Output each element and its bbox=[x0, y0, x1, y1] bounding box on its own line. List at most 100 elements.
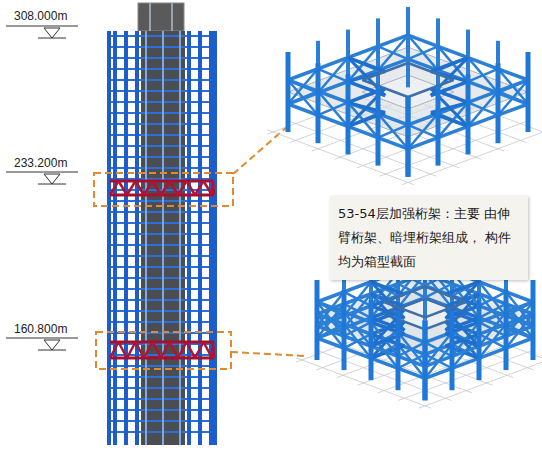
column bbox=[135, 31, 139, 445]
belt-diagonal bbox=[468, 58, 498, 93]
tower-body bbox=[108, 31, 216, 445]
level-line bbox=[38, 38, 66, 39]
core-truss bbox=[362, 63, 408, 80]
column bbox=[406, 7, 410, 87]
column bbox=[406, 97, 411, 177]
truss-diagonal bbox=[136, 342, 145, 358]
column bbox=[526, 52, 531, 132]
column bbox=[209, 31, 213, 445]
belt-diagonal bbox=[408, 114, 438, 149]
belt-diagonal bbox=[318, 58, 348, 93]
column bbox=[107, 31, 111, 445]
column bbox=[315, 280, 320, 360]
truss-diagonal bbox=[136, 181, 145, 195]
core-truss bbox=[384, 287, 425, 302]
grid-line bbox=[402, 130, 542, 185]
column bbox=[396, 310, 401, 390]
leader-line bbox=[231, 352, 306, 356]
column bbox=[342, 290, 347, 370]
core-truss bbox=[362, 80, 408, 97]
truss-diagonal bbox=[212, 342, 213, 358]
highlight-frame bbox=[94, 173, 233, 206]
column bbox=[213, 31, 217, 445]
level-line bbox=[38, 350, 66, 351]
column bbox=[504, 290, 509, 370]
truss-diagonal bbox=[212, 181, 213, 195]
truss-diagonal bbox=[213, 181, 214, 195]
column bbox=[113, 31, 117, 445]
belt-diagonal bbox=[344, 282, 371, 316]
column bbox=[162, 31, 164, 445]
column bbox=[346, 74, 351, 154]
column bbox=[315, 280, 319, 360]
truss-diagonal bbox=[144, 342, 153, 358]
level-symbol bbox=[44, 340, 60, 350]
belt-diagonal bbox=[344, 292, 371, 306]
truss-diagonal bbox=[178, 342, 187, 358]
belt-diagonal bbox=[398, 332, 425, 366]
column bbox=[376, 86, 381, 166]
belt-diagonal bbox=[398, 342, 425, 356]
grid-line bbox=[296, 358, 431, 408]
column bbox=[369, 300, 374, 380]
highlight-frame bbox=[96, 332, 231, 369]
core-wall bbox=[141, 31, 185, 445]
column bbox=[316, 63, 321, 143]
truss-diagonal bbox=[127, 181, 136, 195]
column bbox=[198, 31, 202, 445]
level-symbol bbox=[44, 28, 60, 38]
belt-diagonal bbox=[378, 46, 408, 59]
column bbox=[531, 280, 535, 360]
column bbox=[145, 31, 147, 445]
column bbox=[496, 63, 501, 143]
belt-diagonal bbox=[506, 302, 533, 336]
column bbox=[286, 52, 290, 132]
column bbox=[124, 31, 128, 445]
belt-diagonal bbox=[479, 312, 506, 346]
column bbox=[179, 31, 181, 445]
column bbox=[286, 52, 291, 132]
belt-diagonal bbox=[288, 80, 318, 93]
elevation-label: 233.200m bbox=[14, 156, 67, 170]
roof-crown bbox=[138, 3, 184, 31]
truss-diagonal bbox=[213, 342, 214, 358]
truss-diagonal bbox=[119, 342, 128, 358]
truss-diagonal bbox=[204, 181, 213, 195]
core-truss bbox=[425, 302, 466, 317]
truss-diagonal bbox=[204, 342, 213, 358]
level-line bbox=[38, 184, 66, 185]
truss-diagonal bbox=[187, 342, 196, 358]
truss-diagonal bbox=[170, 181, 179, 195]
crown-column bbox=[171, 3, 173, 31]
truss-diagonal bbox=[153, 342, 162, 358]
belt-diagonal bbox=[317, 292, 344, 326]
column bbox=[450, 310, 455, 390]
elevation-label: 160.800m bbox=[14, 322, 67, 336]
column bbox=[526, 52, 530, 132]
truss-diagonal bbox=[195, 342, 204, 358]
core-truss bbox=[408, 80, 454, 97]
truss-diagonal bbox=[119, 181, 128, 195]
column bbox=[531, 280, 536, 360]
truss-diagonal bbox=[110, 342, 119, 358]
grid-line bbox=[267, 130, 414, 185]
column bbox=[187, 31, 191, 445]
belt-diagonal bbox=[344, 322, 371, 336]
truss-diagonal bbox=[161, 342, 170, 358]
leader-line bbox=[233, 126, 288, 174]
belt-diagonal bbox=[344, 312, 371, 346]
column bbox=[466, 74, 471, 154]
truss-diagonal bbox=[187, 181, 196, 195]
truss-diagonal bbox=[110, 181, 119, 195]
belt-diagonal bbox=[479, 282, 506, 316]
level-line bbox=[6, 338, 78, 339]
column bbox=[406, 97, 411, 177]
core-truss bbox=[408, 63, 454, 80]
belt-diagonal bbox=[318, 69, 348, 82]
truss-diagonal bbox=[161, 181, 170, 195]
column bbox=[423, 320, 428, 400]
belt-diagonal bbox=[498, 80, 528, 115]
column bbox=[436, 86, 441, 166]
elevation-label: 308.000m bbox=[14, 9, 67, 23]
belt-diagonal bbox=[318, 91, 348, 126]
